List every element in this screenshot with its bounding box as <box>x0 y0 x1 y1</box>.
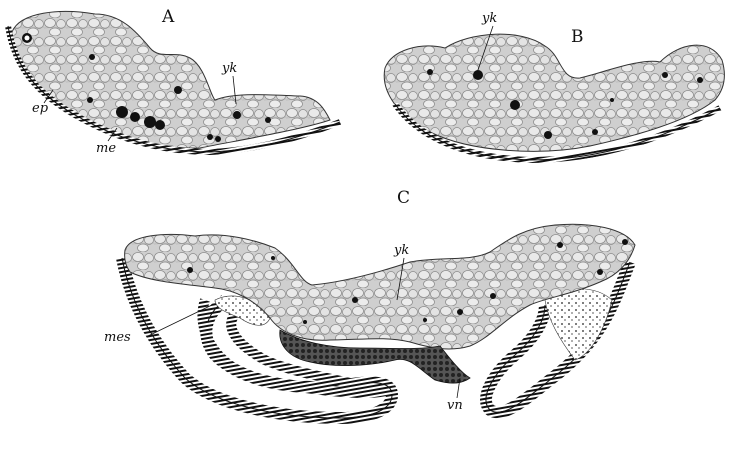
panel-c-label-yk: yk <box>393 243 409 258</box>
panel-c-mesenchyme-right <box>545 289 612 360</box>
panel-a: A yk ep me <box>8 7 340 156</box>
panel-b-yolk-mass <box>384 34 724 151</box>
panel-b: B yk <box>384 11 724 160</box>
panel-c: C yk mes vn <box>104 188 635 418</box>
panel-a-yolk-mass <box>12 11 330 148</box>
panel-a-label-yk: yk <box>221 61 237 76</box>
panel-a-label-ep: ep <box>32 101 49 116</box>
panel-c-label-mes: mes <box>104 330 131 345</box>
panel-c-label-vn: vn <box>447 398 463 413</box>
panel-b-letter: B <box>571 27 584 47</box>
panel-a-letter: A <box>161 7 175 27</box>
panel-b-label-yk: yk <box>481 11 497 26</box>
panel-a-label-me: me <box>96 141 116 156</box>
panel-c-letter: C <box>397 188 410 208</box>
